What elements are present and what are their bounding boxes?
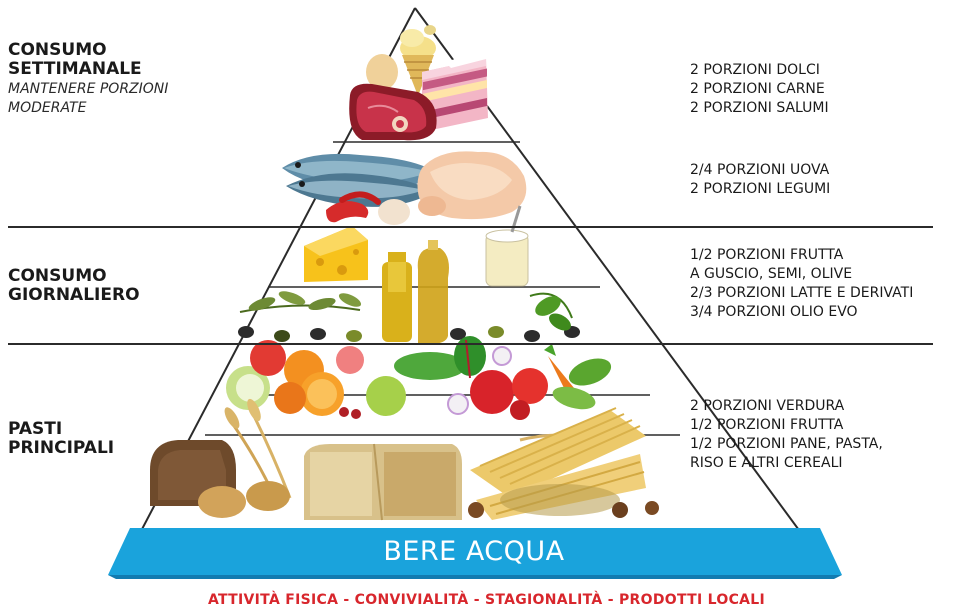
cake-icon: [422, 50, 490, 132]
cereal-tier: [150, 398, 659, 521]
portion-item: 1/2 PORZIONI FRUTTA: [690, 247, 844, 263]
divider-weekly-daily: [8, 226, 933, 228]
apple-icon: [226, 340, 406, 416]
daily-title-line1: CONSUMO: [8, 266, 107, 286]
weekly-subtitle-line1: MANTENERE PORZIONI: [8, 81, 169, 97]
lettuce-icon: [394, 336, 486, 380]
portion-item: 3/4 PORZIONI OLIO EVO: [690, 304, 858, 320]
sweets-tier: [349, 25, 490, 141]
daily-title-line2: GIORNALIERO: [8, 285, 140, 305]
tomato-icon: [470, 368, 548, 420]
footer-principles: ATTIVITÀ FISICA - CONVIVIALITÀ - STAGION…: [207, 592, 766, 608]
pasta-icon: [470, 407, 646, 520]
olive-oil-icon: [382, 240, 449, 344]
daily-portions: 1/2 PORZIONI FRUTTA A GUSCIO, SEMI, OLIV…: [690, 246, 913, 322]
meals-portions: 2 PORZIONI VERDURA 1/2 PORZIONI FRUTTA 1…: [690, 397, 883, 473]
portion-item: RISO E ALTRI CEREALI: [690, 455, 843, 471]
divider-daily-meals: [8, 343, 933, 345]
meat-icon: [349, 83, 437, 141]
portion-item: 2 PORZIONI CARNE: [690, 81, 825, 97]
weekly-title-line2: SETTIMANALE: [8, 59, 142, 79]
protein-tier: [282, 151, 527, 225]
weekly-title-line1: CONSUMO: [8, 40, 107, 60]
portion-item: 2/4 PORZIONI UOVA: [690, 162, 830, 178]
portion-item: A GUSCIO, SEMI, OLIVE: [690, 266, 853, 282]
onion-icon: [447, 346, 512, 415]
carrot-icon: [544, 344, 574, 392]
gelato-icon: [400, 25, 436, 96]
portion-item: 1/2 PORZIONI FRUTTA: [690, 417, 844, 433]
meals-title-line2: PRINCIPALI: [8, 438, 115, 458]
portion-item: 2 PORZIONI VERDURA: [690, 398, 845, 414]
portion-item: 2 PORZIONI DOLCI: [690, 62, 820, 78]
chili-icon: [326, 191, 381, 223]
water-base-label: BERE ACQUA: [383, 535, 565, 567]
portion-item: 2 PORZIONI LEGUMI: [690, 181, 831, 197]
greens-icon: [552, 358, 612, 410]
portion-item: 1/2 PORZIONI PANE, PASTA,: [690, 436, 883, 452]
meals-title-line1: PASTI: [8, 419, 63, 439]
cheese-icon: [304, 226, 368, 282]
orange-icon: [274, 350, 344, 416]
weekly-subtitle-line2: MODERATE: [8, 100, 87, 116]
portion-item: 2/3 PORZIONI LATTE E DERIVATI: [690, 285, 914, 301]
weekly-portions-b: 2/4 PORZIONI UOVA 2 PORZIONI LEGUMI: [690, 161, 830, 199]
veg-fruit-tier: [226, 336, 612, 420]
chicken-icon: [417, 151, 527, 220]
hazelnut-icon: [468, 501, 659, 518]
water-base: [108, 528, 842, 579]
olive-branch-icon: [238, 291, 580, 342]
egg-icon: [378, 199, 410, 225]
portion-item: 2 PORZIONI SALUMI: [690, 100, 829, 116]
yogurt-icon: [485, 205, 529, 287]
cherry-icon: [339, 407, 361, 419]
daily-tier: [238, 205, 580, 344]
fish-icon: [282, 153, 452, 207]
round-pastry-icon: [366, 54, 398, 90]
bread-icon: [150, 440, 462, 521]
weekly-portions-a: 2 PORZIONI DOLCI 2 PORZIONI CARNE 2 PORZ…: [690, 61, 829, 118]
